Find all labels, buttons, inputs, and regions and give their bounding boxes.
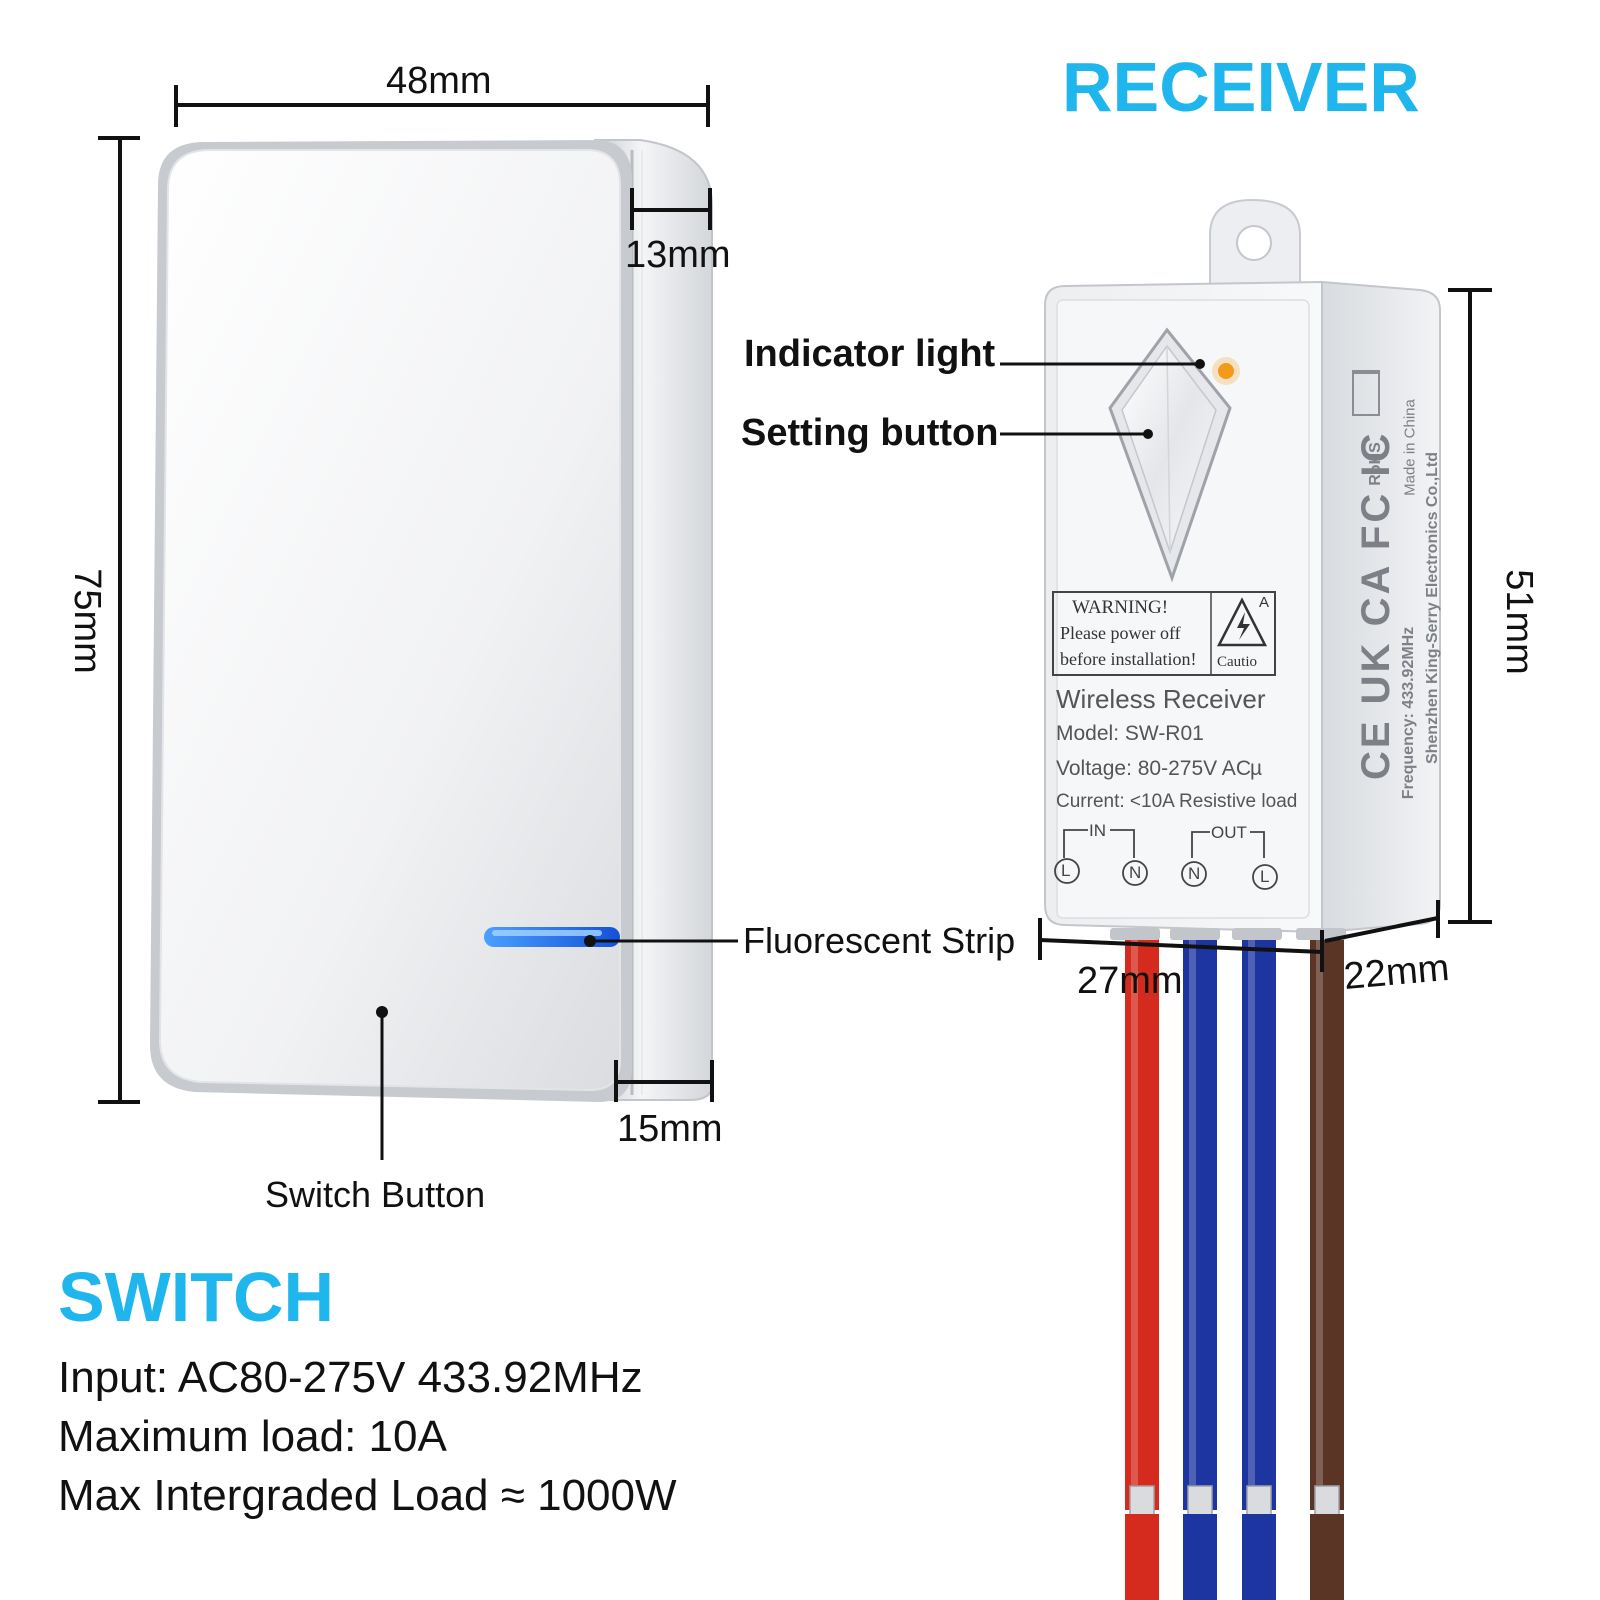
wire-blue-2	[1242, 930, 1276, 1510]
warning-box	[1052, 591, 1276, 676]
terminal-letter-3: N	[1188, 864, 1201, 883]
dimension-51mm: 51mm	[1497, 569, 1540, 675]
receiver-heading: RECEIVER	[1062, 48, 1420, 126]
setting-button-leader	[1000, 429, 1153, 439]
high-voltage-icon	[1216, 597, 1268, 647]
fluorescent-strip-leader	[584, 935, 738, 947]
wire-brown	[1310, 930, 1344, 1510]
dimension-27mm: 27mm	[1077, 960, 1183, 1002]
warning-line-2: before installation!	[1060, 649, 1197, 669]
warning-corner: A	[1259, 594, 1270, 611]
weee-bin-icon	[1352, 370, 1380, 416]
dimension-48mm: 48mm	[386, 60, 492, 102]
warning-caution: Cautio	[1217, 654, 1257, 670]
spec-max-load: Maximum load: 10A	[58, 1412, 447, 1461]
product-voltage-mark: µ	[1250, 757, 1263, 780]
warning-title: WARNING!	[1072, 597, 1169, 618]
wire-blue-1	[1183, 930, 1217, 1510]
dimension-line-51mm	[1448, 288, 1492, 924]
side-maker: Shenzhen King-Serry Electronics Co.,Ltd	[1424, 451, 1441, 765]
dimension-15mm: 15mm	[617, 1108, 723, 1150]
dimension-line-75mm	[98, 136, 140, 1104]
dimension-line-22mm	[1324, 900, 1440, 943]
side-frequency: Frequency: 433.92MHz	[1400, 626, 1417, 800]
fluorescent-strip-label: Fluorescent Strip	[743, 920, 1016, 961]
switch-heading: SWITCH	[58, 1258, 335, 1336]
terminal-in-label: IN	[1089, 821, 1106, 840]
dimension-75mm: 75mm	[65, 568, 108, 674]
side-origin: Made in China	[1401, 399, 1419, 496]
wire-red	[1125, 930, 1159, 1510]
terminal-letter-2: N	[1129, 863, 1142, 882]
receiver-wires	[1125, 930, 1344, 1600]
product-voltage: Voltage: 80-275V AC	[1056, 757, 1251, 780]
dimension-line-13mm	[630, 188, 712, 230]
side-rohs: RoHS	[1367, 442, 1384, 486]
spec-input: Input: AC80-275V 433.92MHz	[58, 1353, 643, 1402]
terminal-letter-4: L	[1260, 867, 1270, 886]
indicator-light-leader	[1000, 359, 1205, 369]
product-name: Wireless Receiver	[1056, 684, 1266, 714]
receiver-box	[1044, 280, 1441, 940]
setting-button-label: Setting button	[741, 412, 999, 454]
indicator-light-label: Indicator light	[744, 333, 996, 375]
terminal-out-label: OUT	[1211, 823, 1247, 842]
product-current: Current: <10A Resistive load	[1056, 791, 1298, 812]
terminal-letter-1: L	[1061, 861, 1071, 880]
dimension-line-27mm	[1038, 918, 1324, 972]
switch-body	[150, 139, 713, 1102]
dimension-22mm: 22mm	[1342, 946, 1452, 998]
product-model: Model: SW-R01	[1056, 722, 1204, 745]
side-marks: CE UK CA FC IC	[1354, 430, 1398, 780]
switch-button-label: Switch Button	[265, 1174, 486, 1215]
fluorescent-strip	[484, 927, 620, 947]
setting-button	[1108, 327, 1232, 583]
spec-integrated-load: Max Intergraded Load ≈ 1000W	[58, 1471, 677, 1520]
warning-line-1: Please power off	[1060, 623, 1181, 643]
receiver-mount-tab	[1209, 198, 1301, 291]
dimension-line-15mm	[614, 1060, 714, 1102]
switch-button-leader	[376, 1006, 388, 1160]
dimension-line-48mm	[174, 85, 710, 127]
dimension-13mm: 13mm	[625, 234, 731, 276]
indicator-light-icon	[1218, 363, 1234, 379]
terminal-diagram	[1054, 829, 1278, 890]
